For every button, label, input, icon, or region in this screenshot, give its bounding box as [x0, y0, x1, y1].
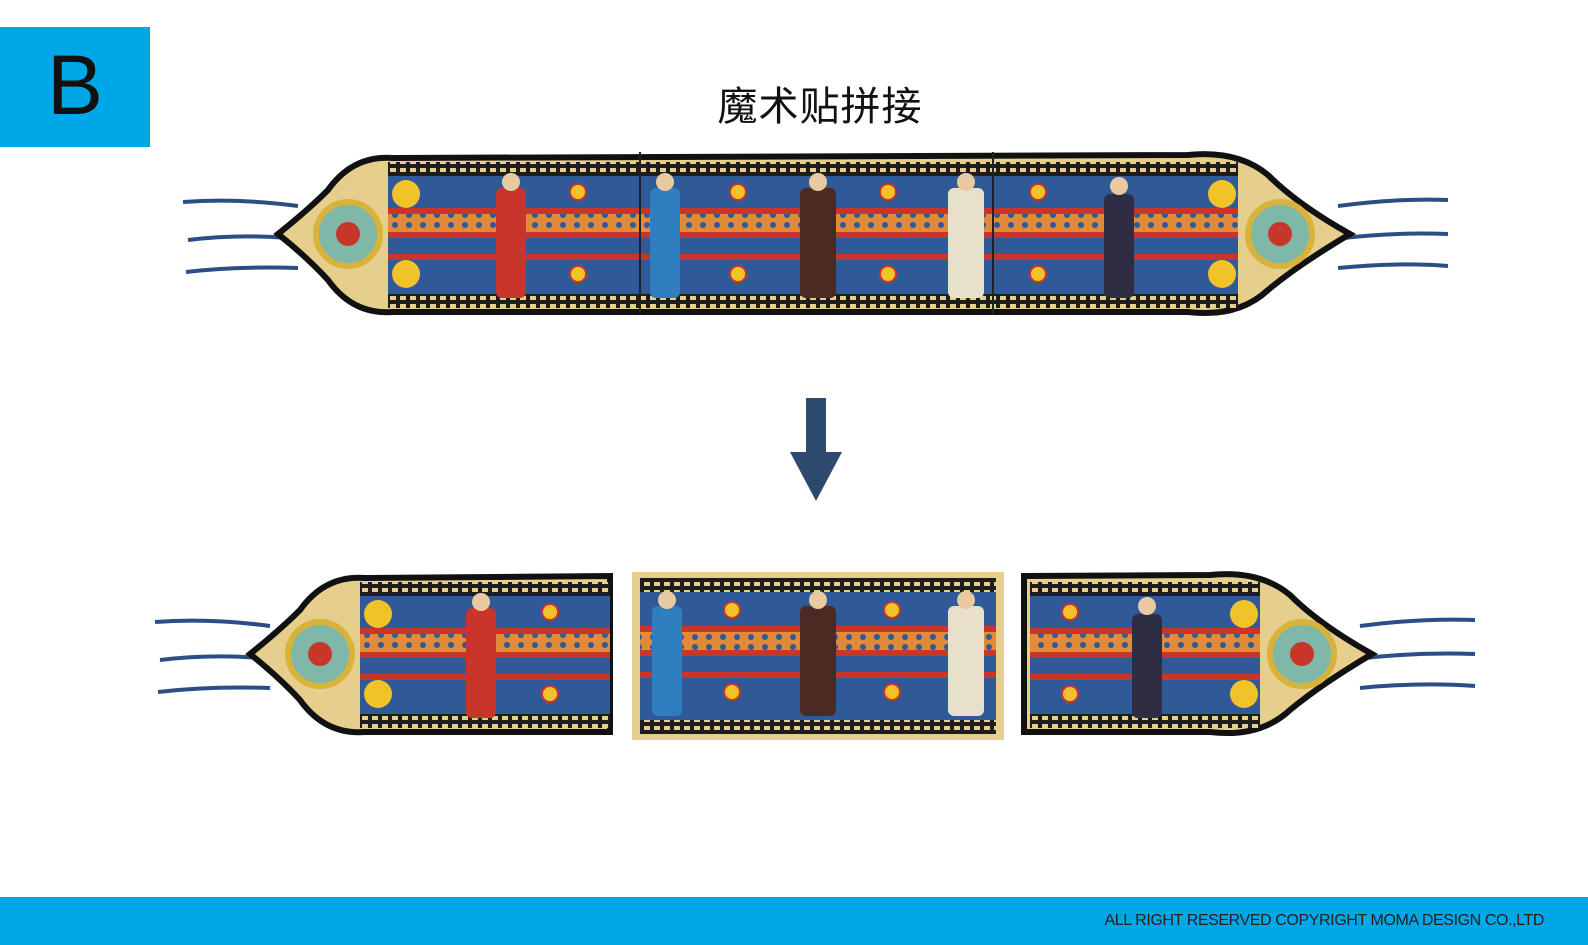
down-arrow-icon — [790, 398, 842, 501]
split-banner-right — [1021, 571, 1476, 737]
split-banner-left — [154, 572, 613, 736]
emblems — [569, 183, 1047, 283]
section-letter: B — [46, 38, 104, 132]
right-tassels — [1337, 197, 1449, 270]
right-ornament — [1208, 180, 1315, 288]
copyright-text: ALL RIGHT RESERVED COPYRIGHT MOMA DESIGN… — [1104, 912, 1544, 929]
page-title: 魔术贴拼接 — [717, 84, 923, 130]
footer-bar: ALL RIGHT RESERVED COPYRIGHT MOMA DESIGN… — [0, 897, 1588, 945]
split-banner-middle — [632, 572, 1004, 740]
costume-figures — [496, 173, 1134, 298]
joined-banner-image — [182, 151, 1449, 317]
left-ornament — [313, 180, 420, 288]
section-badge: B — [0, 27, 150, 147]
